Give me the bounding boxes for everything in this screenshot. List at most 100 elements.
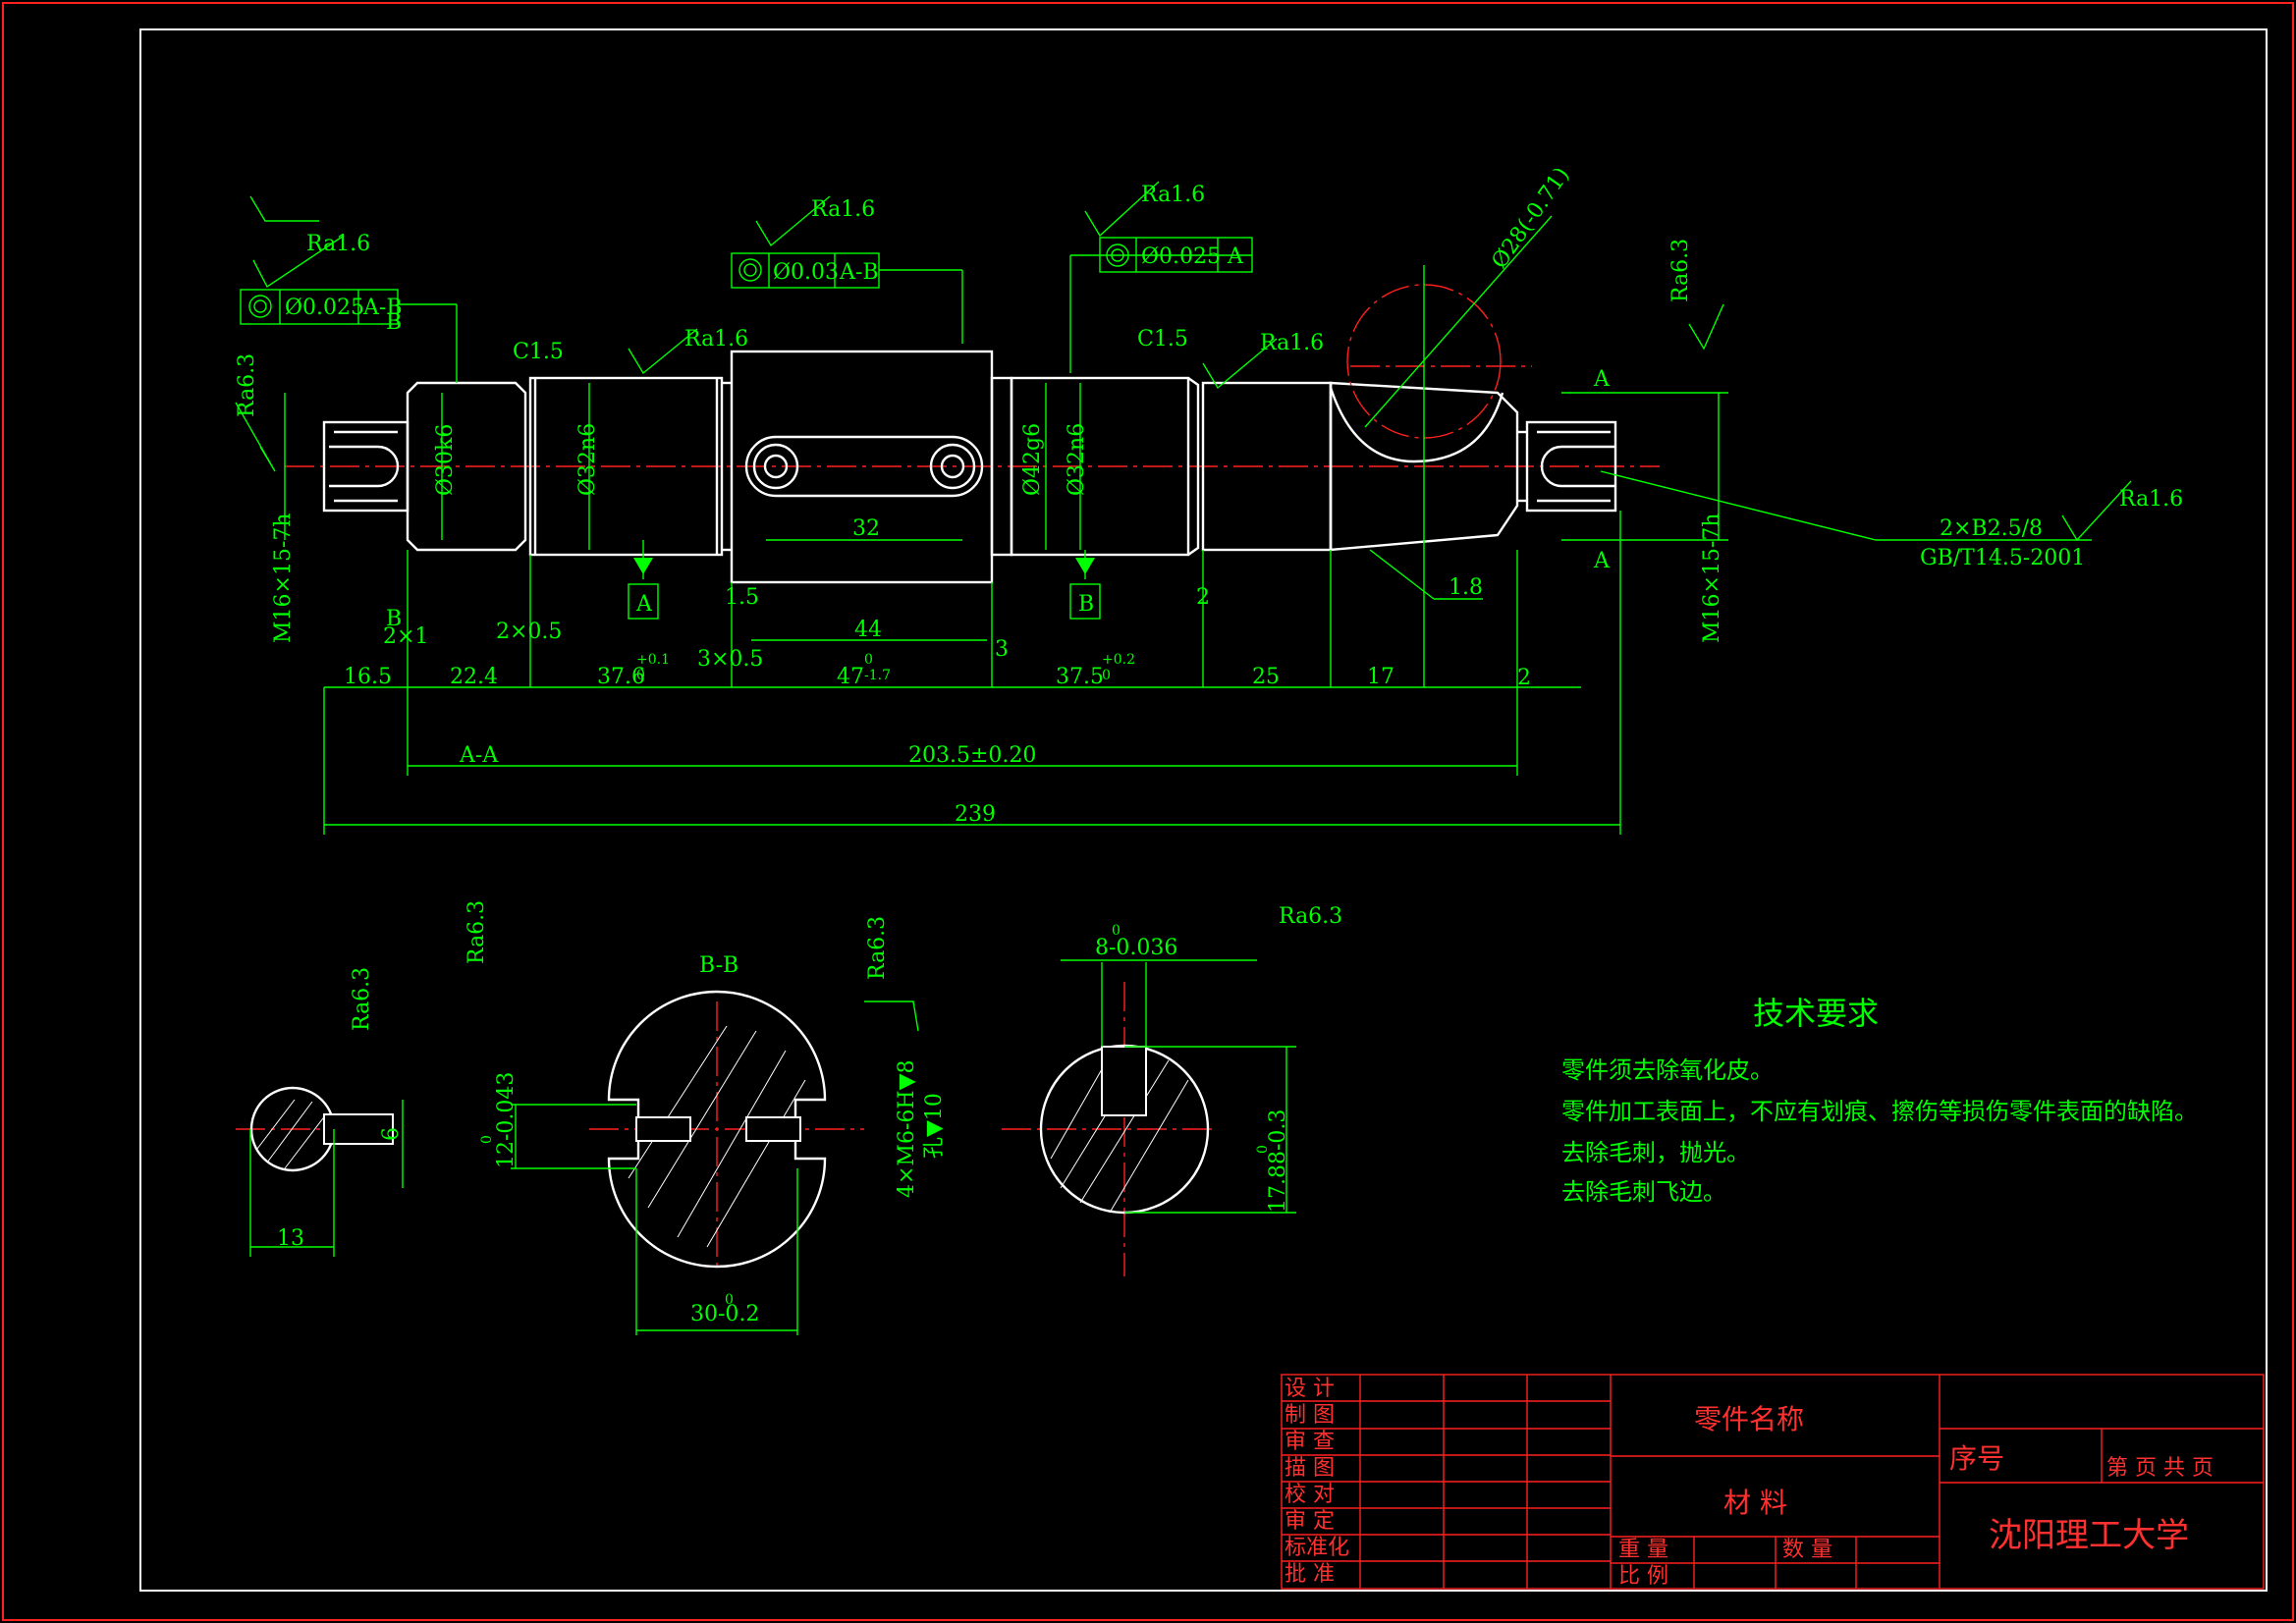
tech-req-item-3: 去除毛刺，抛光。 (1561, 1139, 1750, 1166)
dim-44: 44 (854, 618, 882, 642)
shaft-main-view (285, 284, 1660, 584)
ra-key: Ra6.3 (1279, 904, 1342, 929)
ra-shaft-1: Ra1.6 (684, 327, 748, 352)
dim-37-5-tol-low: 0 (1102, 668, 1111, 683)
datum-b: B (1078, 592, 1094, 617)
tolerance-text: Ø0.025 A-B Ra1.6 Ø0.03 A-B Ra1.6 Ø0.025 … (285, 183, 1244, 320)
label-b-top: B (386, 310, 402, 335)
dim-3x05: 3×0.5 (697, 647, 763, 672)
ra-shaft-2: Ra1.6 (1260, 331, 1324, 355)
dim-m6: 4×M6-6H▼8 (895, 1060, 919, 1199)
tb-sheet: 第 页 共 页 (2106, 1456, 2214, 1481)
tb-school: 沈阳理工大学 (1989, 1516, 2189, 1555)
dim-1-5: 1.5 (725, 585, 759, 610)
dim-b25: 2×B2.5/8 (1940, 516, 2043, 541)
dim-37-5: 37.5 (1056, 665, 1104, 689)
label-a-top: A (1593, 367, 1611, 392)
dim-32: 32 (852, 516, 880, 541)
dim-d32n6-a: Ø32n6 (575, 423, 600, 496)
tol-mid-value: Ø0.03 (773, 260, 839, 285)
tb-quantity: 数 量 (1782, 1538, 1832, 1562)
tol-mid-ra: Ra1.6 (811, 197, 875, 222)
dim-30: 30-0.2 (690, 1302, 759, 1326)
tech-req-item-4: 去除毛刺飞边。 (1561, 1178, 1726, 1206)
roughness-text: Ra1.6 Ra1.6 Ra1.6 Ra6.3 Ra6.3 Ra6.3 Ra6.… (235, 239, 2183, 1031)
tb-row-check: 审 查 (1285, 1430, 1335, 1454)
dimension-text: Ø30k6 Ø32n6 Ø42g6 Ø32n6 C1.5 C1.5 M16×15… (271, 163, 2085, 1326)
tol-left-ra: Ra1.6 (306, 232, 370, 256)
tol-left-datum: A-B (362, 296, 403, 320)
tol-mid-datum: A-B (839, 260, 879, 285)
dim-c15-a: C1.5 (513, 340, 564, 364)
ra-bb-right: Ra6.3 (865, 916, 890, 980)
dim-2x1: 2×1 (383, 624, 428, 649)
tb-material: 材 料 (1723, 1487, 1787, 1519)
tb-row-trace: 描 图 (1285, 1456, 1335, 1481)
dim-25: 25 (1252, 665, 1280, 689)
dim-d32n6-b: Ø32n6 (1065, 423, 1089, 496)
section-bb-label: B-B (699, 953, 738, 978)
tb-row-standard: 标准化 (1285, 1536, 1349, 1560)
dim-239: 239 (955, 802, 996, 827)
section-key (1002, 959, 1296, 1276)
tb-row-approve: 审 定 (1285, 1509, 1335, 1534)
tb-scale: 比 例 (1618, 1564, 1668, 1589)
section-small (236, 1086, 404, 1257)
dim-d42g6: Ø42g6 (1020, 423, 1045, 496)
label-b-bottom: B (386, 607, 402, 631)
tolerance-frames (240, 237, 1253, 325)
section-bb (511, 990, 919, 1335)
dim-17-88: 17.88-0.3 (1266, 1109, 1290, 1213)
dim-16-5: 16.5 (344, 665, 392, 689)
technical-requirements: 技术要求 零件须去除氧化皮。 零件加工表面上，不应有划痕、擦伤等损伤零件表面的缺… (1561, 995, 2198, 1206)
dim-203-5: 203.5±0.20 (908, 743, 1036, 768)
dim-2-a: 2 (1196, 585, 1210, 610)
tol-right-ra: Ra1.6 (1141, 183, 1205, 207)
ra-right-end: Ra6.3 (1668, 239, 1693, 302)
title-block-lines (1281, 1374, 2265, 1590)
dim-8-tol: 0 (1112, 923, 1121, 939)
tb-weight: 重 量 (1618, 1538, 1668, 1562)
inner-frame (139, 28, 2268, 1592)
tb-row-ratify: 批 准 (1285, 1562, 1335, 1587)
tech-req-item-1: 零件须去除氧化皮。 (1561, 1056, 1774, 1084)
dim-d28: Ø28(-0.71) (1487, 163, 1574, 273)
dim-3: 3 (995, 637, 1009, 662)
ra-bb-left: Ra6.3 (465, 900, 489, 964)
title-block-text: 设 计 制 图 审 查 描 图 校 对 审 定 标准化 批 准 零件名称 材 料… (1285, 1377, 2214, 1589)
dim-47-tol-low: -1.7 (864, 668, 891, 683)
dim-c15-b: C1.5 (1137, 327, 1188, 352)
dim-17: 17 (1367, 665, 1394, 689)
datum-a: A (635, 592, 653, 617)
dim-1-8: 1.8 (1449, 575, 1483, 600)
dim-37-6-tol-up: +0.1 (636, 652, 670, 668)
dim-aa: A-A (459, 743, 499, 768)
dim-37-6: 37.6 (597, 665, 645, 689)
dim-30-tol: 0 (725, 1292, 734, 1308)
dim-47-tol-up: 0 (864, 652, 873, 668)
datum-markers (628, 558, 1101, 620)
tol-right-value: Ø0.025 (1141, 244, 1221, 269)
dimension-lines (235, 181, 2132, 835)
dim-m16-right: M16×15-7h (1700, 513, 1724, 643)
ra-small-sec: Ra6.3 (350, 967, 374, 1031)
dim-12-tol: 0 (479, 1135, 495, 1144)
dim-12: 12-0.043 (494, 1072, 519, 1168)
dim-17-88-tol: 0 (1255, 1145, 1271, 1154)
dim-22-4: 22.4 (450, 665, 498, 689)
dim-47: 47 (837, 665, 864, 689)
dim-gb: GB/T14.5-2001 (1920, 546, 2085, 570)
dim-2-b: 2 (1517, 666, 1531, 690)
dim-d30k6: Ø30k6 (433, 424, 458, 496)
tb-row-design: 设 计 (1285, 1377, 1335, 1401)
ra-corner: Ra1.6 (2119, 487, 2183, 512)
dim-2x05: 2×0.5 (496, 620, 562, 644)
tb-row-proof: 校 对 (1285, 1483, 1335, 1507)
dim-m16-left: M16×15-7h (271, 513, 296, 643)
dim-37-5-tol-up: +0.2 (1102, 652, 1135, 668)
dim-hole: 孔▼10 (922, 1093, 947, 1159)
tol-right-datum: A (1227, 244, 1244, 269)
ra-left-end: Ra6.3 (235, 353, 259, 417)
